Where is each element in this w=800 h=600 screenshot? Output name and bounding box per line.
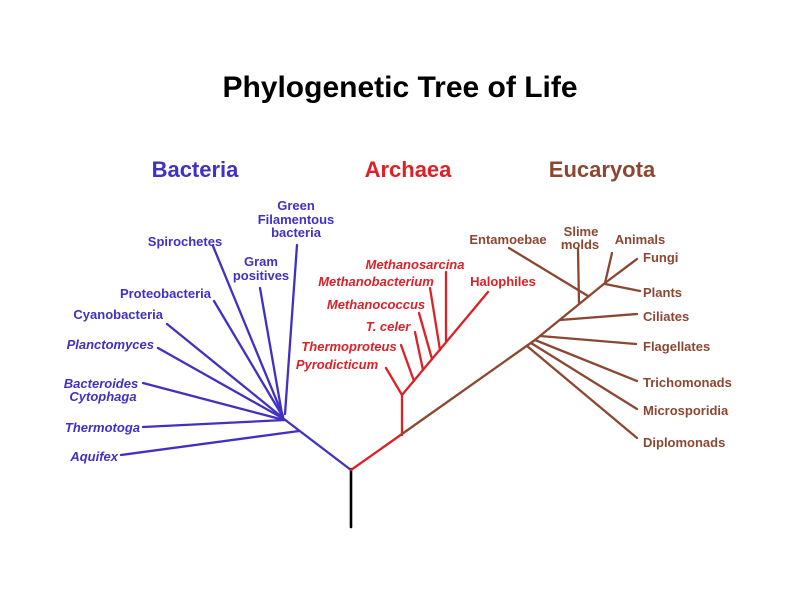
branch-t-celer — [413, 330, 425, 372]
taxon-label-animals: Animals — [615, 232, 666, 247]
branch-proteobacteria — [212, 299, 285, 419]
branch-eucaryota-backbone-lower — [400, 338, 537, 436]
taxon-label-methanococcus: Methanococcus — [327, 297, 425, 312]
branch-aquifex — [119, 429, 301, 457]
branch-microsporidia — [529, 341, 639, 411]
taxon-label-t-celer: T. celer — [366, 319, 412, 334]
branch-archaea-root — [349, 432, 404, 472]
branch-flagellates — [538, 334, 638, 346]
taxon-label-thermotoga: Thermotoga — [65, 420, 140, 435]
taxon-label-fungi: Fungi — [643, 250, 678, 265]
taxon-label-green-filamentous-line2: Filamentous — [258, 212, 335, 227]
branch-bacteria-trunk — [282, 417, 353, 472]
taxon-label-thermoproteus: Thermoproteus — [301, 339, 396, 354]
branch-eucaryota-backbone-upper — [533, 281, 607, 342]
taxon-label-bacteroides: Bacteroides — [64, 376, 138, 391]
taxon-label-planctomyces: Planctomyces — [67, 337, 154, 352]
branch-ciliates — [558, 312, 639, 322]
branch-methanococcus — [417, 311, 434, 361]
branch-green-filamentous — [283, 243, 299, 416]
domain-label-archaea: Archaea — [365, 157, 453, 182]
taxon-label-halophiles: Halophiles — [470, 274, 536, 289]
taxon-label-trichomonads: Trichomonads — [643, 375, 732, 390]
taxon-label-aquifex: Aquifex — [69, 449, 118, 464]
branch-planctomyces — [156, 346, 286, 421]
branch-thermoproteus — [399, 343, 416, 383]
taxon-label-gram-positives-line2: positives — [233, 268, 289, 283]
branch-slime-molds — [576, 247, 581, 305]
eucaryota-subtree — [400, 246, 642, 440]
page-title: Phylogenetic Tree of Life — [222, 71, 577, 104]
branch-gram-positives — [258, 286, 284, 416]
branch-thermotoga — [141, 418, 287, 429]
branch-bacteroides-cytophaga — [141, 381, 286, 422]
branch-halophiles — [400, 290, 490, 397]
taxon-label-entamoebae: Entamoebae — [469, 232, 546, 247]
branch-spirochetes — [211, 244, 285, 418]
branch-cyanobacteria — [165, 322, 285, 420]
bacteria-taxa-labels: Green Filamentous bacteria Spirochetes G… — [64, 198, 335, 464]
taxon-label-plants: Plants — [643, 285, 682, 300]
taxon-label-ciliates: Ciliates — [643, 309, 689, 324]
branch-animals — [603, 251, 614, 285]
domain-label-eucaryota: Eucaryota — [549, 157, 656, 182]
taxon-label-proteobacteria: Proteobacteria — [120, 286, 212, 301]
domain-label-bacteria: Bacteria — [152, 157, 240, 182]
taxon-label-microsporidia: Microsporidia — [643, 403, 729, 418]
taxon-label-slime-molds-line1: Slime — [564, 224, 599, 239]
branch-entamoebae — [507, 246, 590, 298]
taxon-label-green-filamentous-line1: Green — [277, 198, 315, 213]
branch-diplomonads — [525, 344, 639, 440]
taxon-label-pyrodicticum: Pyrodicticum — [296, 357, 379, 372]
branch-plants — [603, 282, 642, 293]
taxon-label-spirochetes: Spirochetes — [148, 234, 222, 249]
branch-fungi — [603, 257, 639, 285]
taxon-label-cytophaga: Cytophaga — [69, 389, 136, 404]
taxon-label-methanobacterium: Methanobacterium — [318, 274, 434, 289]
archaea-subtree — [349, 270, 490, 472]
branch-pyrodicticum — [384, 366, 404, 397]
taxon-label-slime-molds-line2: molds — [561, 237, 599, 252]
branch-trichomonads — [533, 338, 639, 383]
eucaryota-taxa-labels: Entamoebae Slime molds Animals Fungi Pla… — [469, 224, 732, 450]
taxon-label-flagellates: Flagellates — [643, 339, 710, 354]
taxon-label-diplomonads: Diplomonads — [643, 435, 725, 450]
taxon-label-cyanobacteria: Cyanobacteria — [73, 307, 163, 322]
archaea-taxa-labels: Methanosarcina Methanobacterium Halophil… — [296, 257, 536, 372]
taxon-label-methanosarcina: Methanosarcina — [366, 257, 465, 272]
taxon-label-green-filamentous-line3: bacteria — [271, 225, 322, 240]
branch-methanobacterium — [428, 286, 442, 352]
taxon-label-gram-positives-line1: Gram — [244, 254, 278, 269]
bacteria-subtree — [119, 243, 353, 472]
